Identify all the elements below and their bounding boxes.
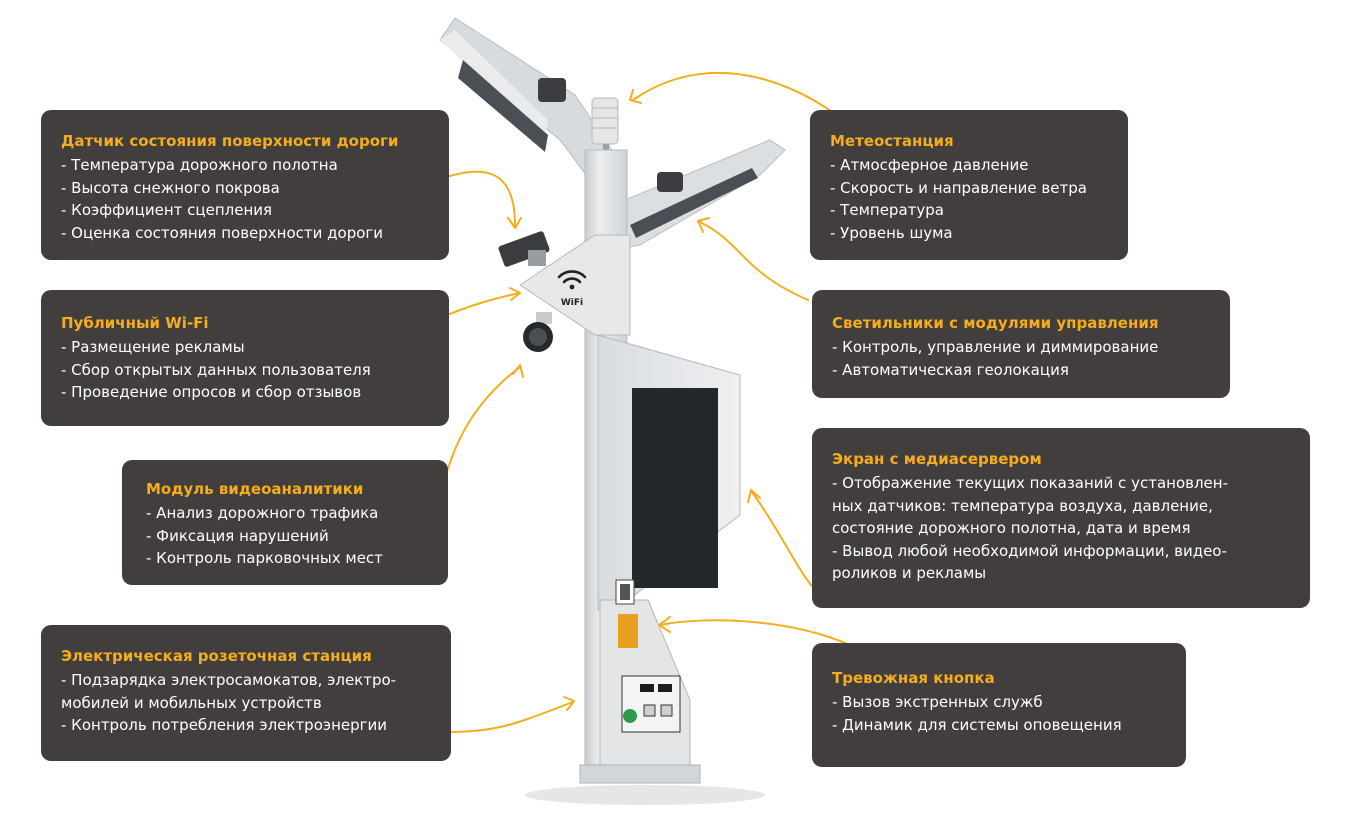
card-title: Метеостанция — [830, 132, 954, 150]
card-title: Публичный Wi-Fi — [61, 314, 209, 332]
wifi-label: WiFi — [561, 298, 583, 308]
list-item: - Фиксация нарушений — [146, 526, 329, 545]
right-lamp-sensor — [657, 172, 683, 192]
card-weather-station: Метеостанция - Атмосферное давление - Ск… — [810, 110, 1128, 260]
list-item: - Отображение текущих показаний с устано… — [832, 474, 1228, 492]
list-item: - Динамик для системы оповещения — [832, 715, 1122, 734]
card-public-wifi: Публичный Wi-Fi - Размещение рекламы - С… — [41, 290, 449, 426]
media-screen-panel — [597, 334, 741, 611]
list-item: мобилей и мобильных устройств — [61, 693, 322, 712]
list-item: - Вывод любой необходимой информации, ви… — [832, 541, 1227, 560]
road-sensor-camera — [498, 231, 550, 267]
list-item: - Высота снежного покрова — [61, 178, 280, 197]
pole-base — [579, 764, 701, 784]
list-item: - Коэффициент сцепления — [61, 201, 273, 219]
list-item: роликов и рекламы — [832, 564, 987, 582]
card-luminaires: Светильники с модулями управления - Конт… — [812, 290, 1230, 398]
card-title: Светильники с модулями управления — [832, 314, 1159, 332]
list-item: ных датчиков: температура воздуха, давле… — [832, 496, 1213, 515]
list-item: - Сбор открытых данных пользователя — [61, 360, 371, 379]
charging-plug-icon — [623, 709, 637, 723]
list-item: - Уровень шума — [830, 223, 953, 242]
charging-cabinet — [599, 579, 691, 771]
media-screen — [632, 388, 718, 588]
list-item: - Подзарядка электросамокатов, электро- — [61, 671, 397, 689]
left-lamp-sensor — [538, 78, 566, 102]
list-item: - Автоматическая геолокация — [832, 360, 1069, 379]
list-item: - Температура дорожного полотна — [61, 156, 338, 174]
card-charging-station: Электрическая розеточная станция - Подза… — [41, 625, 451, 761]
list-item: - Контроль потребления электроэнергии — [61, 716, 388, 734]
list-item: - Атмосферное давление — [830, 156, 1029, 174]
list-item: - Температура — [830, 201, 944, 219]
card-road-sensor: Датчик состояния поверхности дороги - Те… — [41, 110, 449, 260]
card-title: Датчик состояния поверхности дороги — [61, 132, 399, 150]
list-item: - Оценка состояния поверхности дороги — [61, 223, 384, 242]
list-item: - Контроль парковочных мест — [146, 549, 383, 567]
left-luminaire — [439, 17, 613, 186]
list-item: состояние дорожного полотна, дата и врем… — [832, 519, 1191, 537]
card-video-analytics: Модуль видеоаналитики - Анализ дорожного… — [122, 460, 448, 585]
card-title: Электрическая розеточная станция — [61, 647, 372, 665]
list-item: - Размещение рекламы — [61, 338, 245, 356]
card-alarm-button: Тревожная кнопка - Вызов экстренных служ… — [812, 643, 1186, 767]
list-item: - Анализ дорожного трафика — [146, 504, 379, 522]
list-item: - Контроль, управление и диммирование — [832, 338, 1159, 356]
dome-camera — [523, 312, 553, 352]
list-item: - Вызов экстренных служб — [832, 693, 1043, 711]
right-luminaire — [611, 139, 786, 251]
alarm-button-panel — [618, 614, 638, 648]
wifi-icon — [557, 270, 587, 290]
card-title: Модуль видеоаналитики — [146, 480, 364, 498]
card-media-screen: Экран с медиасервером - Отображение теку… — [812, 428, 1310, 608]
list-item: - Скорость и направление ветра — [830, 178, 1087, 197]
card-title: Экран с медиасервером — [832, 450, 1042, 468]
card-title: Тревожная кнопка — [832, 669, 995, 687]
wifi-housing: WiFi — [519, 234, 631, 336]
list-item: - Проведение опросов и сбор отзывов — [61, 383, 362, 401]
